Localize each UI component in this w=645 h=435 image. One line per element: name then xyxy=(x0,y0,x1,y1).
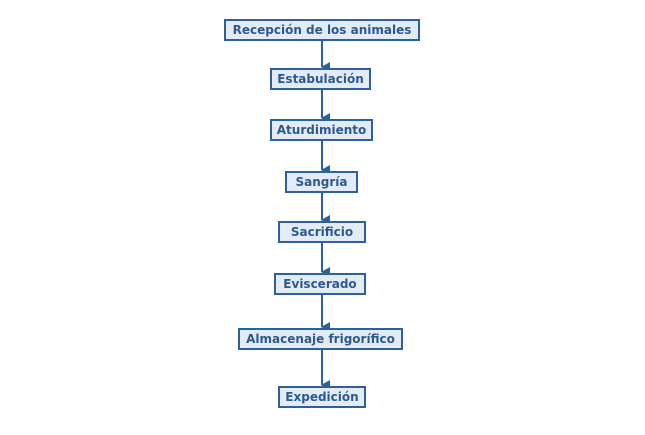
step-reception: Recepción de los animales xyxy=(224,19,420,41)
step-cold-storage: Almacenaje frigorífico xyxy=(238,328,403,350)
step-slaughter: Sacrificio xyxy=(278,221,366,243)
step-bleeding: Sangría xyxy=(285,171,358,193)
step-dispatch: Expedición xyxy=(278,386,366,408)
step-stabling: Estabulación xyxy=(270,68,371,90)
step-evisceration: Eviscerado xyxy=(274,273,366,295)
step-stunning: Aturdimiento xyxy=(270,119,373,141)
